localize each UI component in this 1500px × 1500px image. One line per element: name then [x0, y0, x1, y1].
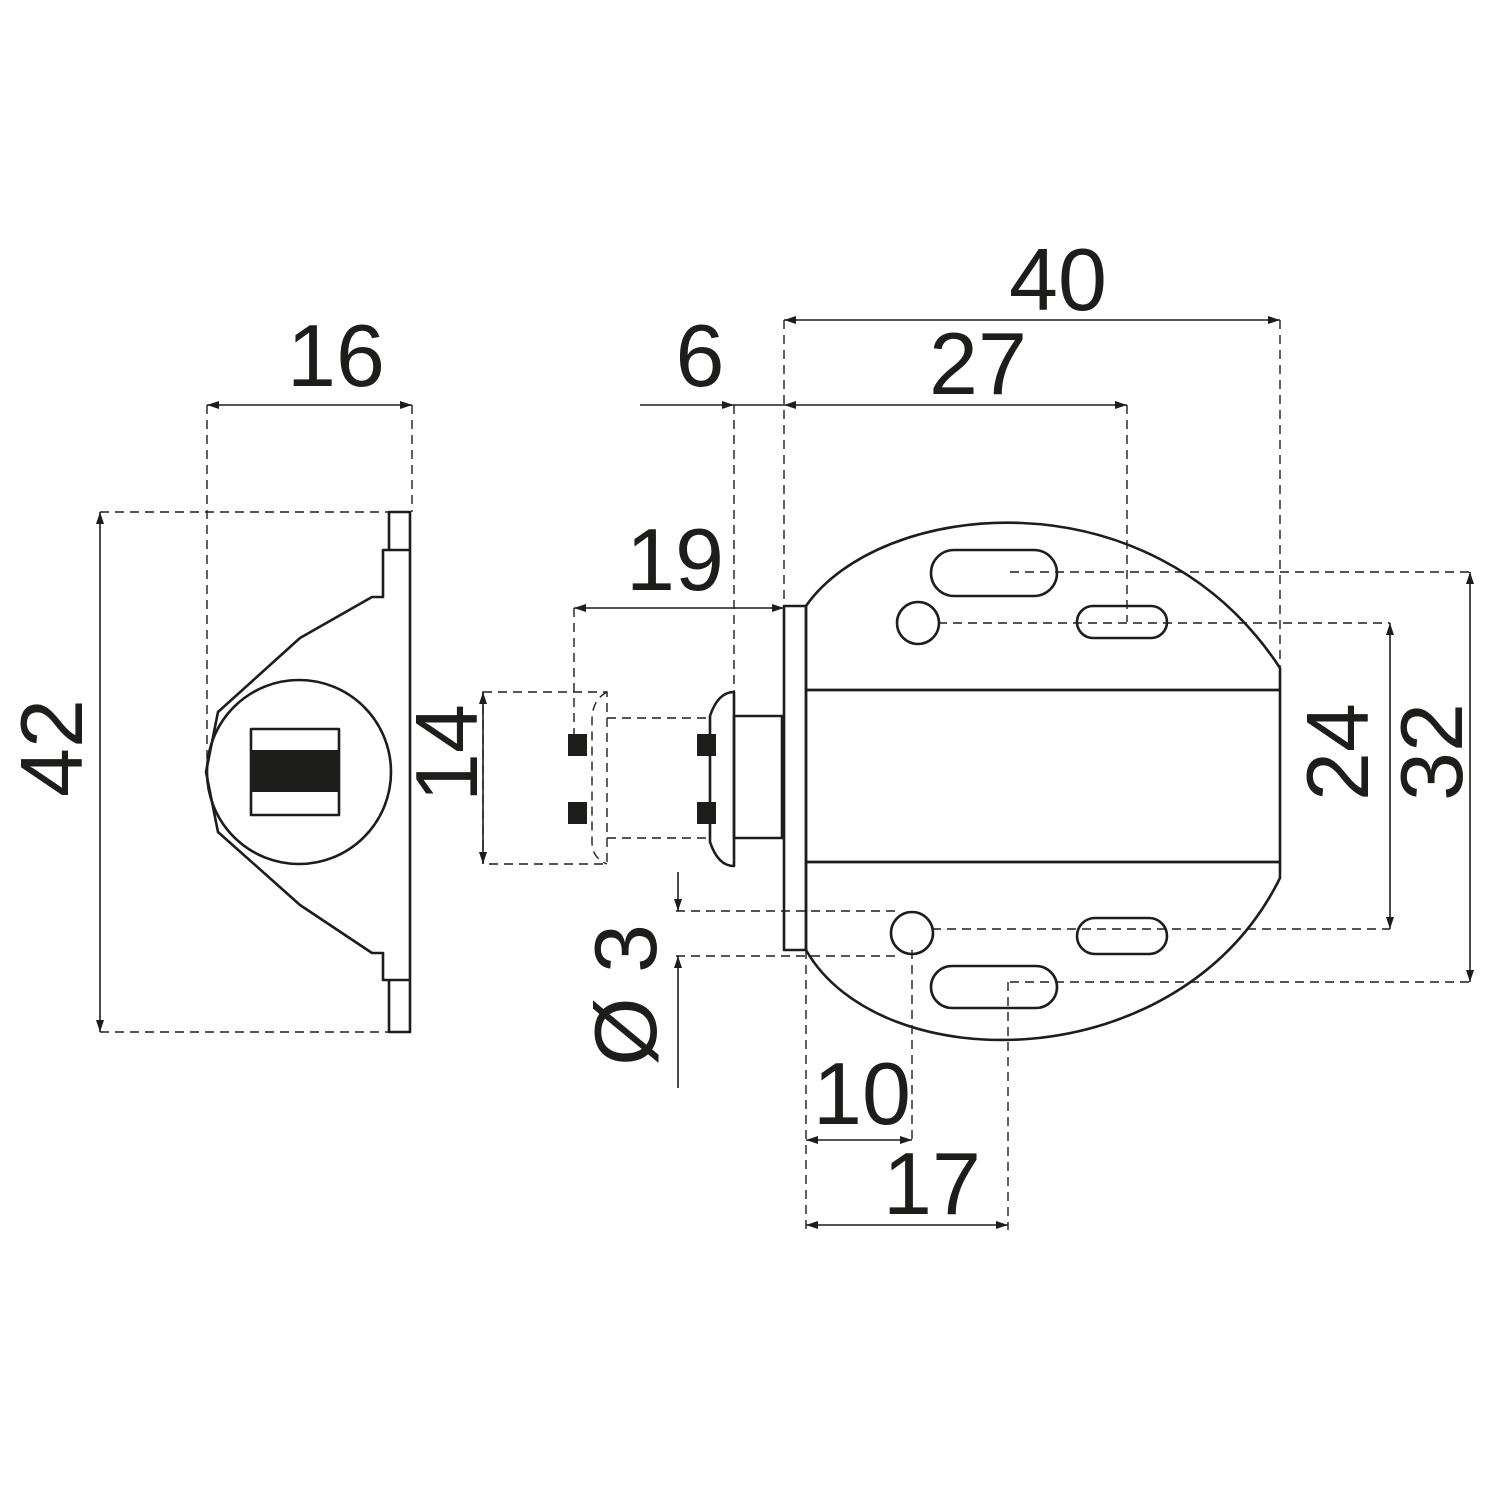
- round-plate-top: [804, 521, 1282, 692]
- dim-label-19: 19: [626, 510, 724, 609]
- contact-square-1: [568, 734, 587, 756]
- dim-label-16: 16: [287, 306, 385, 405]
- round-plate-bottom: [804, 860, 1282, 1042]
- dim-label-40: 40: [1009, 230, 1107, 329]
- hidden-curve: [591, 691, 608, 865]
- hidden-body: [482, 691, 608, 865]
- dim-label-10: 10: [813, 1044, 911, 1143]
- dim-label-42: 42: [2, 699, 101, 797]
- dim-label-32: 32: [1382, 703, 1481, 801]
- plunger-head: [708, 690, 736, 868]
- extension-lines: [100, 320, 1470, 1230]
- plunger-shaft: [732, 714, 784, 840]
- catch-side-view: [482, 690, 784, 868]
- dimension-lines: [96, 316, 1474, 1229]
- contact-square-4: [697, 802, 716, 824]
- hole-top: [895, 600, 941, 646]
- slot-bottom-large: [929, 964, 1059, 1010]
- magnet-core: [251, 750, 339, 792]
- dimension-labels: 16 42 14 6 19 40 27 24 32 10 17 Ø 3: [2, 230, 1481, 1233]
- dim-label-24: 24: [1288, 703, 1387, 801]
- contact-square-2: [568, 802, 587, 824]
- slot-top-large: [929, 548, 1059, 598]
- dim-label-14: 14: [397, 704, 496, 802]
- catch-front-view: [782, 521, 1282, 1042]
- contact-square-3: [697, 734, 716, 756]
- striker-side-view: [204, 510, 412, 1034]
- center-band: [804, 688, 1282, 864]
- dim-label-27: 27: [929, 314, 1027, 413]
- dim-label-17: 17: [883, 1134, 981, 1233]
- dim-label-3: Ø 3: [576, 924, 675, 1066]
- slot-bottom-small: [1075, 916, 1169, 956]
- hole-bottom: [889, 910, 935, 956]
- slot-top-small: [1075, 604, 1169, 640]
- front-flange: [782, 604, 808, 952]
- dim-label-6: 6: [676, 306, 725, 405]
- striker-plate-outline: [204, 510, 412, 1034]
